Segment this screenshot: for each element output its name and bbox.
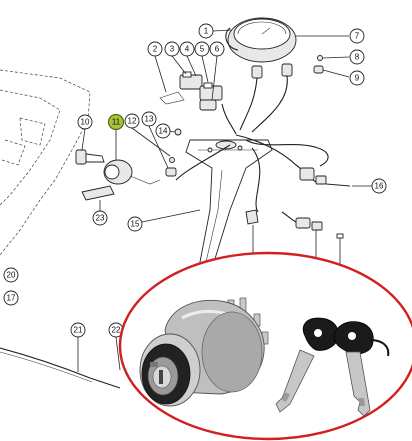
callout-21-label: 21 bbox=[74, 326, 83, 335]
callout-1-label: 1 bbox=[204, 27, 209, 36]
callout-8: 8 bbox=[349, 49, 365, 65]
callout-15: 15 bbox=[127, 216, 143, 232]
callout-14-label: 14 bbox=[159, 127, 168, 136]
ignition-keys bbox=[275, 317, 390, 417]
wire-harness bbox=[175, 134, 351, 213]
callout-5-label: 5 bbox=[200, 45, 205, 54]
callout-23: 23 bbox=[92, 210, 108, 226]
callout-4: 4 bbox=[179, 41, 195, 57]
callout-17-left-label: 17 bbox=[7, 294, 16, 303]
callout-7: 7 bbox=[349, 28, 365, 44]
callout-12-label: 12 bbox=[128, 117, 137, 126]
leader-22 bbox=[115, 336, 121, 371]
callout-14: 14 bbox=[155, 123, 171, 139]
callout-12: 12 bbox=[124, 113, 140, 129]
bulb-parts bbox=[313, 55, 324, 74]
callout-23-label: 23 bbox=[96, 214, 105, 223]
callout-8-label: 8 bbox=[355, 53, 360, 62]
callout-16: 16 bbox=[371, 178, 387, 194]
callout-6-label: 6 bbox=[215, 45, 220, 54]
callout-6: 6 bbox=[209, 41, 225, 57]
callout-2: 2 bbox=[147, 41, 163, 57]
callout-3: 3 bbox=[164, 41, 180, 57]
callout-2-label: 2 bbox=[153, 45, 158, 54]
callout-21: 21 bbox=[70, 322, 86, 338]
bracket-23 bbox=[81, 185, 115, 201]
callout-4-label: 4 bbox=[185, 45, 190, 54]
callout-22-label: 22 bbox=[112, 326, 121, 335]
small-parts bbox=[165, 128, 182, 177]
ignition-switch-enlarged bbox=[139, 297, 269, 407]
clip-19 bbox=[336, 233, 344, 239]
clamp-17 bbox=[245, 209, 259, 225]
connector-18 bbox=[281, 211, 323, 231]
callout-9: 9 bbox=[349, 70, 365, 86]
callout-20: 20 bbox=[3, 267, 19, 283]
callout-20-label: 20 bbox=[7, 271, 16, 280]
speedometer bbox=[225, 17, 297, 63]
callout-17-left: 17 bbox=[3, 290, 19, 306]
indicator-lamps bbox=[221, 63, 293, 135]
dashboard-outline bbox=[0, 69, 91, 256]
callout-7-label: 7 bbox=[355, 32, 360, 41]
callout-5: 5 bbox=[194, 41, 210, 57]
callout-11-label: 11 bbox=[112, 118, 121, 127]
callout-13-label: 13 bbox=[145, 115, 154, 124]
callout-9-label: 9 bbox=[355, 74, 360, 83]
callout-13: 13 bbox=[141, 111, 157, 127]
callout-15-label: 15 bbox=[131, 220, 140, 229]
callout-3-label: 3 bbox=[170, 45, 175, 54]
callout-1: 1 bbox=[198, 23, 214, 39]
callout-11: 11 bbox=[107, 113, 125, 131]
connector-16 bbox=[299, 167, 327, 185]
callout-10-label: 10 bbox=[81, 118, 90, 127]
cable-21 bbox=[0, 347, 121, 389]
switch-cluster bbox=[159, 71, 223, 111]
small-ignition-switch bbox=[75, 149, 161, 185]
callout-16-label: 16 bbox=[375, 182, 384, 191]
callout-10: 10 bbox=[77, 114, 93, 130]
